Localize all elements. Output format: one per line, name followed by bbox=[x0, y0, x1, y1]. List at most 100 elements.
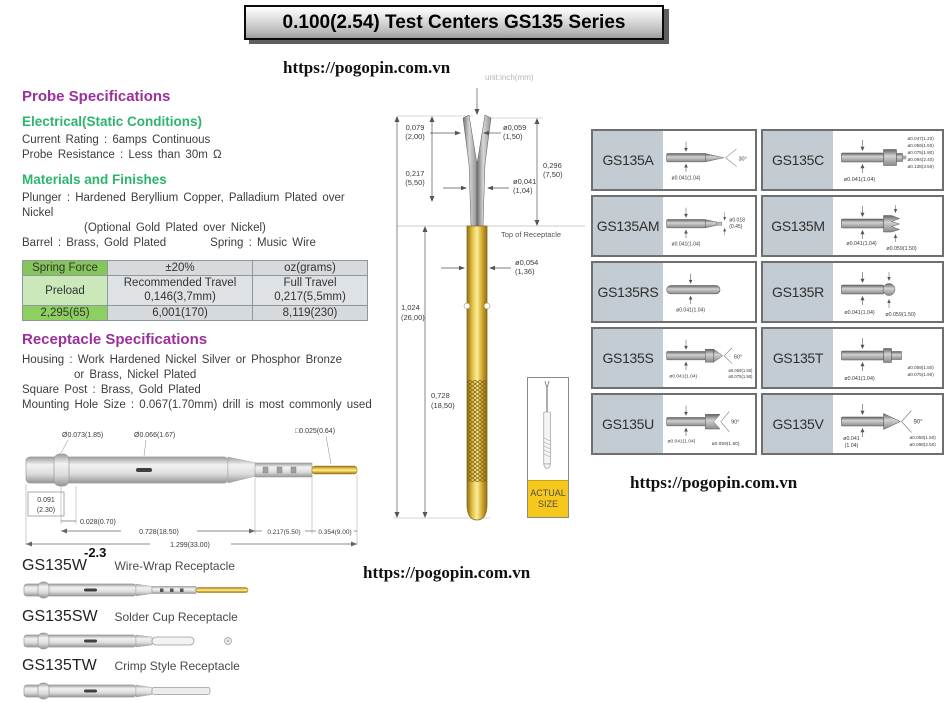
dim-total-len-mm: (26,00) bbox=[401, 313, 425, 322]
dim-plunger-dia-mm: (1,04) bbox=[513, 186, 533, 195]
tip-dim: ø0.041(1.04) bbox=[672, 175, 701, 181]
dim-barrel-dia-in: ø0,054 bbox=[515, 258, 538, 267]
current-rating-line: Current Rating : 6amps Continuous bbox=[22, 134, 211, 146]
tip-drawing-stepped: ø0.047(1.20) ø0.059(1.50) ø0.075(1.90) ø… bbox=[841, 136, 935, 183]
tip-dim: ø0.041(1.04) bbox=[667, 438, 695, 444]
tip-cell-gs135a: GS135A 30° ø0.041(1.04) bbox=[591, 129, 757, 191]
dim-barrel-len-in: 0,728 bbox=[431, 391, 450, 400]
gs135w-desc: Wire-Wrap Receptacle bbox=[114, 559, 235, 573]
tip-drawing-point90: 90° ø0.041 (1.04) ø0.059(1.50) ø0.098(2.… bbox=[841, 404, 936, 449]
dim-collar-dia: Ø0.073(1.85) bbox=[62, 432, 103, 439]
dim-body-len: 0.728(18.50) bbox=[139, 529, 179, 536]
gs135tw-desc: Crimp Style Receptacle bbox=[114, 659, 240, 673]
dim-tip-dia-in: ø0,059 bbox=[503, 123, 526, 132]
actual-size-probe bbox=[543, 380, 551, 469]
electrical-heading: Electrical(Static Conditions) bbox=[22, 114, 203, 129]
gs135sw-row: GS135SW Solder Cup Receptacle bbox=[22, 608, 238, 626]
tip-style-grid: GS135A 30° ø0.041(1.04) GS135C ø0.047(1.… bbox=[591, 129, 944, 455]
gs135w-drawing bbox=[23, 581, 249, 599]
tip-drawing-ball: ø0.041(1.04) ø0.059(1.50) bbox=[841, 272, 916, 318]
gs135tw-drawing bbox=[23, 682, 211, 700]
svg-text:ø0.059(1.50): ø0.059(1.50) bbox=[908, 143, 935, 148]
tip-dim: ø0.041(1.04) bbox=[844, 376, 875, 382]
tip-drawing-serrated: ø0.041(1.04) ø0.059(1.50) bbox=[841, 205, 917, 252]
dim-tip-dia-mm: (1,50) bbox=[503, 132, 523, 141]
recommended-travel-value: 6,001(170) bbox=[107, 305, 253, 321]
tip-angle: 90° bbox=[914, 420, 924, 426]
svg-text:(1.04): (1.04) bbox=[845, 443, 859, 449]
tip-angle: 30° bbox=[738, 156, 746, 162]
gold-square-post bbox=[311, 465, 358, 475]
recommended-travel-cell: Recommended Travel 0,146(3,7mm) bbox=[107, 275, 253, 306]
gs135w-row: GS135W Wire-Wrap Receptacle bbox=[22, 557, 235, 575]
tip-cell-gs135v: GS135V 90° ø0.041 (1.04) ø0.059(1.50) ø0… bbox=[761, 393, 944, 455]
spring-line: Spring : Music Wire bbox=[210, 237, 316, 249]
tip-dim: ø0.041(1.04) bbox=[844, 177, 876, 183]
tip-cell-gs135rs: GS135RS ø0.041(1.04) bbox=[591, 261, 757, 323]
tip-model-label: GS135V bbox=[763, 395, 833, 453]
spring-force-header: Spring Force bbox=[22, 260, 108, 276]
dim-body-dia: Ø0.066(1.67) bbox=[134, 432, 175, 439]
materials-heading: Materials and Finishes bbox=[22, 172, 167, 187]
tip-drawing-cone60: 60° ø0.059(1.50) ø0.075(1.90) ø0.041(1.0… bbox=[666, 339, 753, 379]
receptacle-specs-heading: Receptacle Specifications bbox=[22, 331, 208, 348]
dim-total-len: 1.299(33.00) bbox=[170, 542, 210, 549]
site-url-top[interactable]: https://pogopin.com.vn bbox=[283, 58, 451, 77]
svg-text:ø0.075(1.90): ø0.075(1.90) bbox=[908, 372, 935, 377]
svg-text:ø0.075(1.90): ø0.075(1.90) bbox=[908, 150, 935, 155]
gs135sw-drawing bbox=[23, 632, 232, 650]
dim-exposed-in: 0,296 bbox=[543, 161, 562, 170]
full-travel-value: 8,119(230) bbox=[252, 305, 368, 321]
barrel-slot bbox=[136, 468, 152, 472]
dim-collar-len: 0.028(0.70) bbox=[80, 519, 116, 526]
page-title: 0.100(2.54) Test Centers GS135 Series bbox=[244, 5, 664, 40]
gs135tw-row: GS135TW Crimp Style Receptacle bbox=[22, 657, 240, 675]
dim-tip-width-in: 0,079 bbox=[406, 123, 425, 132]
dim-square-post: □0.025(0.64) bbox=[295, 428, 335, 435]
svg-text:ø0.138(3.50): ø0.138(3.50) bbox=[908, 164, 935, 169]
tip-cell-gs135u: GS135U 90° ø0.041(1.04) ø0.059(1.50) bbox=[591, 393, 757, 455]
tip-angle: 90° bbox=[731, 420, 739, 426]
tip-model-label: GS135S bbox=[593, 329, 663, 387]
unit-header: oz(grams) bbox=[252, 260, 368, 276]
tip-dim: ø0.041(1.04) bbox=[672, 241, 701, 247]
tip-dim-right: ø0.059(1.50) bbox=[886, 246, 917, 252]
tip-drawing-cup90: 90° ø0.041(1.04) ø0.059(1.50) bbox=[666, 405, 740, 447]
tip-dim-right: ø0.059(1.50) bbox=[712, 441, 740, 447]
mounting-hole-line: Mounting Hole Size : 0.067(1.70mm) drill… bbox=[22, 399, 372, 411]
wire-wrap-tail bbox=[195, 587, 249, 593]
knurled-press-ring bbox=[467, 380, 487, 482]
svg-text:(0.45): (0.45) bbox=[729, 224, 743, 230]
top-of-receptacle-label: Top of Receptacle bbox=[501, 230, 561, 239]
housing-line2: or Brass, Nickel Plated bbox=[74, 369, 197, 381]
svg-text:ø0.059(1.50): ø0.059(1.50) bbox=[908, 365, 935, 370]
tip-model-label: GS135T bbox=[763, 329, 833, 387]
tip-dim: ø0.041(1.04) bbox=[669, 373, 697, 379]
dim-tip-width-mm: (2,00) bbox=[405, 132, 425, 141]
tip-drawing-rounded: ø0.041(1.04) bbox=[666, 273, 721, 313]
dim-plunger-dia-in: ø0,041 bbox=[513, 177, 536, 186]
site-url-center[interactable]: https://pogopin.com.vn bbox=[363, 563, 531, 582]
tip-model-label: GS135C bbox=[763, 131, 833, 189]
dim-exposed-mm: (7,50) bbox=[543, 170, 563, 179]
spring-force-table: Spring Force ±20% oz(grams) Preload Reco… bbox=[22, 260, 368, 321]
tip-angle: 60° bbox=[734, 354, 742, 360]
tip-model-label: GS135R bbox=[763, 263, 833, 321]
gs135w-model: GS135W bbox=[22, 557, 87, 574]
tip-cell-gs135r: GS135R ø0.041(1.04) ø0.059(1.50) bbox=[761, 261, 944, 323]
housing-line: Housing : Work Hardened Nickel Silver or… bbox=[22, 354, 343, 366]
probe-specifications-section: Probe Specifications Electrical(Static C… bbox=[22, 88, 374, 413]
site-url-right[interactable]: https://pogopin.com.vn bbox=[630, 473, 798, 492]
tip-dim: ø0.041(1.04) bbox=[844, 310, 875, 316]
receptacle-dimension-drawing: Ø0.073(1.85) Ø0.066(1.67) □0.025(0.64) 0… bbox=[25, 428, 358, 549]
gs135sw-model: GS135SW bbox=[22, 608, 98, 625]
plunger-optional-line: (Optional Gold Plated over Nickel) bbox=[84, 222, 266, 234]
tip-model-label: GS135RS bbox=[593, 263, 663, 321]
gs135tw-model: GS135TW bbox=[22, 657, 97, 674]
dim-tail-len: 0.354(9.00) bbox=[318, 529, 351, 536]
dim-barrel-dia-mm: (1,36) bbox=[515, 267, 535, 276]
probe-resistance-line: Probe Resistance : Less than 30m Ω bbox=[22, 149, 222, 161]
unit-note: unit:inch(mm) bbox=[485, 73, 534, 82]
tip-cell-gs135t: GS135T ø0.059(1.50) ø0.075(1.90) ø0.041(… bbox=[761, 327, 944, 389]
tip-dim: ø0.041(1.04) bbox=[676, 307, 705, 313]
